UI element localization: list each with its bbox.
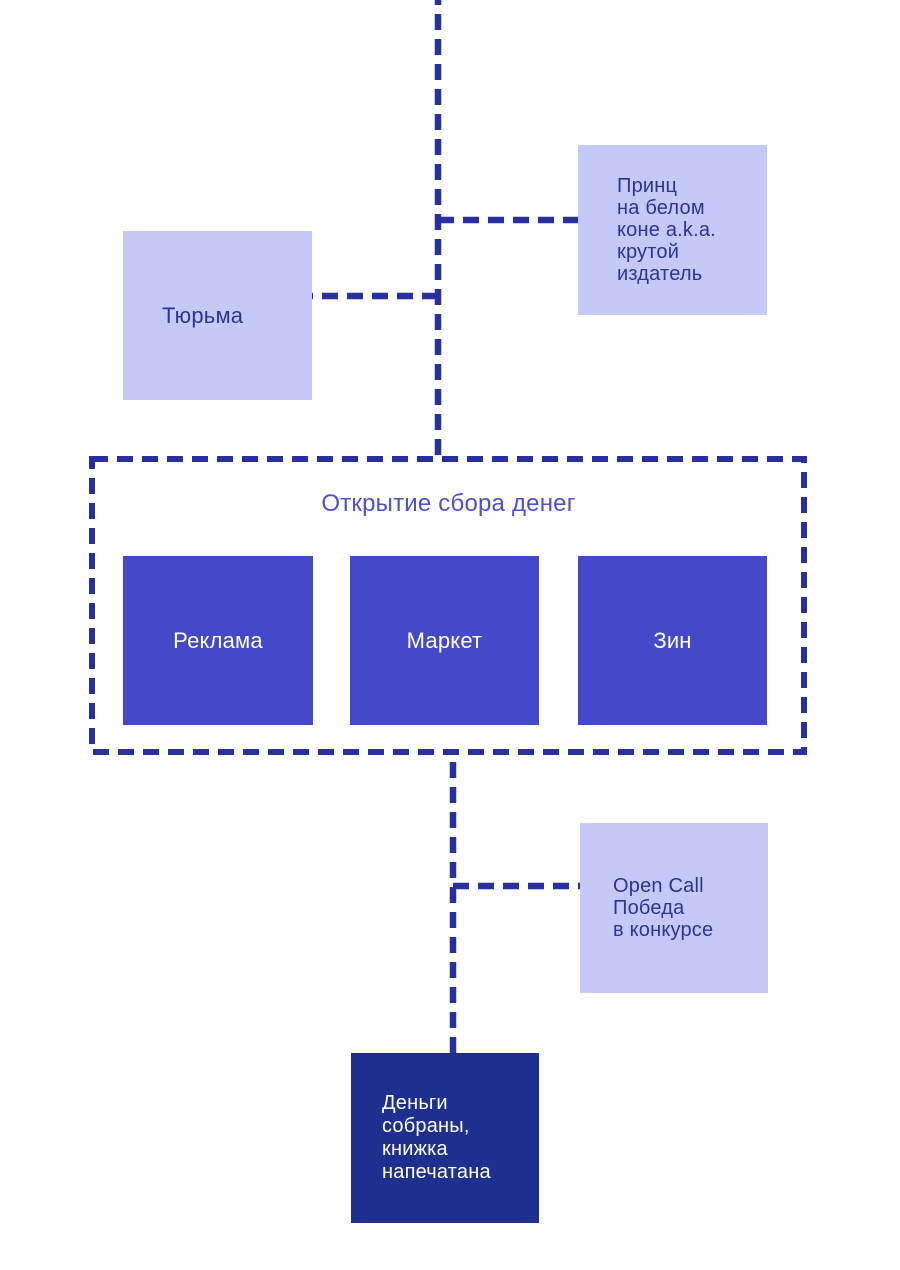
node-market: Маркет xyxy=(350,556,539,725)
fundraising-group-frame xyxy=(89,456,807,755)
node-prison: Тюрьма xyxy=(123,231,312,400)
node-market-label: Маркет xyxy=(406,627,483,653)
fundraising-group-title: Открытие сбора денег xyxy=(321,490,576,517)
node-prison-label: Тюрьма xyxy=(162,302,244,328)
node-opencall: Open Call Победа в конкурсе xyxy=(580,823,768,993)
node-ads-label: Реклама xyxy=(173,627,263,653)
node-ads: Реклама xyxy=(123,556,313,725)
node-done: Деньги собраны, книжка напечатана xyxy=(351,1053,539,1223)
node-zine: Зин xyxy=(578,556,767,725)
node-prince: Принц на белом коне a.k.a. крутой издате… xyxy=(578,145,767,315)
node-opencall-label: Open Call Победа в конкурсе xyxy=(613,875,714,941)
node-zine-label: Зин xyxy=(653,627,692,653)
node-done-label: Деньги собраны, книжка напечатана xyxy=(382,1092,491,1183)
node-prince-label: Принц на белом коне a.k.a. крутой издате… xyxy=(617,175,716,285)
